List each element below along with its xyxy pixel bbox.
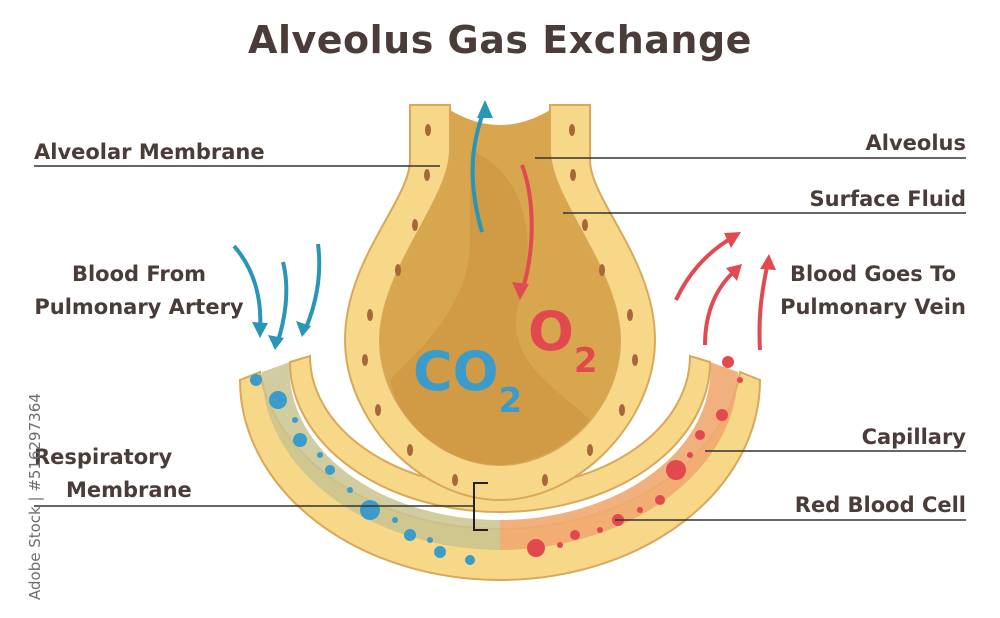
label-alveolar-membrane: Alveolar Membrane [34, 140, 265, 164]
watermark-text: Adobe Stock | #516297364 [26, 393, 44, 600]
vein-arrows [674, 234, 770, 351]
membrane-cells [362, 124, 638, 486]
co2-exit-arrow [470, 107, 487, 233]
label-red-blood-cell: Red Blood Cell [794, 493, 966, 517]
co2-label: CO2 [413, 340, 522, 421]
leader-lines [34, 157, 966, 521]
co2-main-text: CO [413, 340, 499, 403]
artery-arrows [232, 243, 322, 345]
label-alveolus: Alveolus [865, 131, 966, 155]
o2-arrowhead [512, 282, 529, 300]
capillary-inner-wall [288, 354, 712, 513]
label-blood-goes-line2: Pulmonary Vein [780, 295, 966, 319]
vein-arrowheads [724, 232, 776, 281]
o2-label: O2 [528, 300, 598, 381]
deoxygenated-cells [250, 374, 475, 565]
label-surface-fluid: Surface Fluid [809, 187, 966, 211]
label-respiratory-membrane: Respiratory Membrane [34, 441, 192, 507]
watermark: Adobe Stock | #516297364 [4, 380, 44, 600]
o2-subscript: 2 [573, 341, 598, 381]
label-blood-from-artery: Blood From Pulmonary Artery [34, 258, 244, 324]
label-blood-goes-line1: Blood Goes To [789, 262, 957, 286]
label-respiratory-line2: Membrane [66, 478, 192, 502]
capillary-lumen-left [262, 362, 500, 550]
label-capillary: Capillary [861, 425, 966, 449]
label-blood-goes-vein: Blood Goes To Pulmonary Vein [778, 258, 968, 324]
co2-subscript: 2 [498, 381, 523, 421]
co2-exit-arrowhead [477, 100, 493, 118]
label-blood-from-line2: Pulmonary Artery [34, 295, 244, 319]
label-respiratory-line1: Respiratory [34, 445, 173, 469]
label-blood-from-line1: Blood From [71, 262, 207, 286]
o2-main-text: O [528, 300, 574, 363]
red-blood-cells [527, 356, 743, 557]
surface-fluid-shape [390, 150, 590, 465]
o2-arrow [520, 164, 534, 293]
diagram-title: Alveolus Gas Exchange [248, 18, 752, 62]
artery-arrowheads [252, 321, 311, 350]
